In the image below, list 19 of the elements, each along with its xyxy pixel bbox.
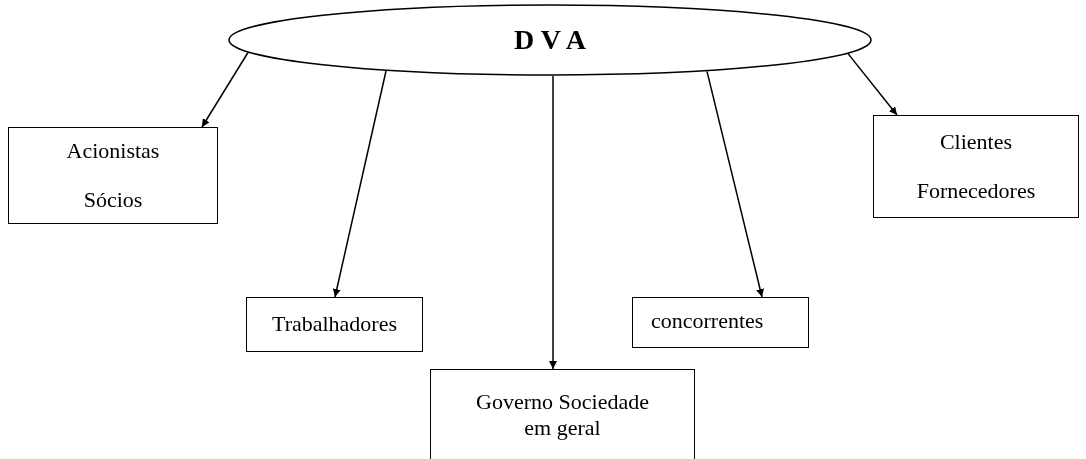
arrow: [549, 75, 557, 370]
arrow: [847, 52, 898, 116]
node-label: Governo Sociedade em geral: [475, 388, 650, 442]
node-label: Sócios: [83, 186, 143, 213]
arrow: [706, 70, 764, 298]
node-label: Acionistas: [66, 138, 160, 165]
text-box: [632, 297, 809, 348]
node-label: concorrentes: [651, 308, 764, 335]
ellipse-node: [228, 4, 872, 76]
text-box: [873, 115, 1079, 218]
text-box: [8, 127, 218, 224]
node-label: Clientes: [939, 129, 1013, 156]
arrow: [332, 70, 387, 298]
node-label: Trabalhadores: [271, 311, 398, 338]
arrow: [201, 51, 249, 128]
text-box: [246, 297, 423, 352]
node-label: Fornecedores: [916, 177, 1036, 204]
node-label: D V A: [513, 23, 587, 57]
text-box: [430, 369, 695, 459]
